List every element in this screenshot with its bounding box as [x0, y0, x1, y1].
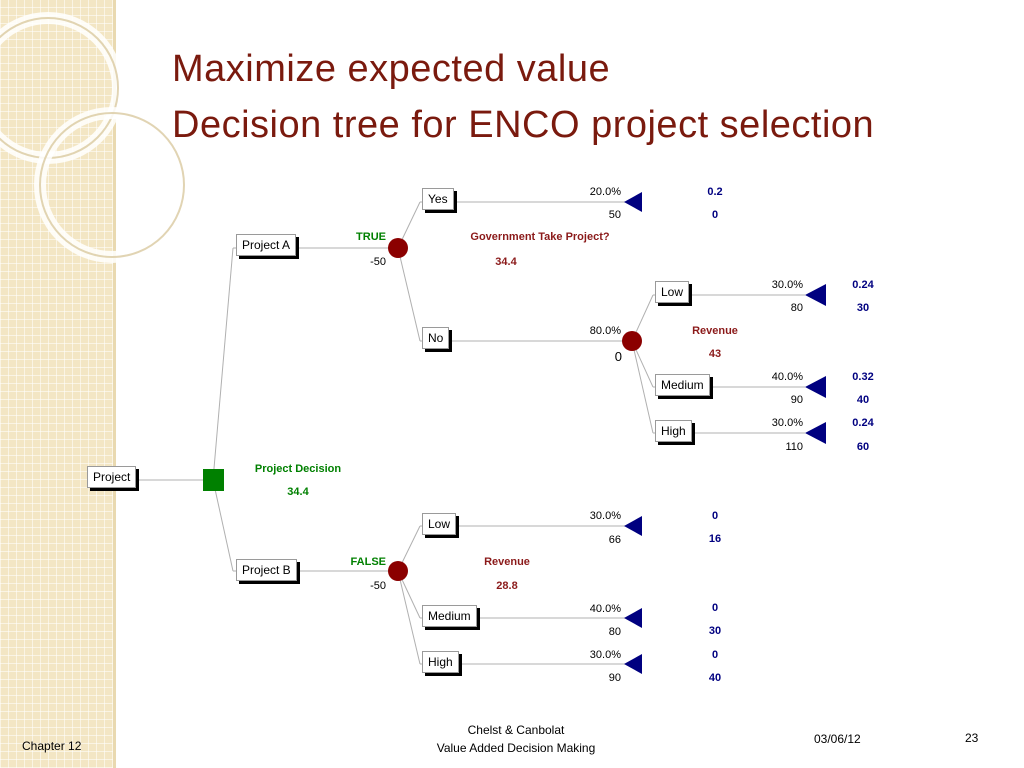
footer-date: 03/06/12 [814, 732, 861, 746]
branch-no: No [422, 327, 450, 349]
b-medium-end-probability: 0 [711, 602, 719, 614]
branch-a-low: Low [655, 281, 690, 303]
project-a-flag: TRUE [356, 231, 386, 243]
footer-chapter: Chapter 12 [22, 739, 82, 753]
chance-node-project-a [388, 238, 408, 258]
terminal-node-b-high [624, 654, 642, 674]
yes-payoff: 50 [608, 209, 621, 221]
project-b-flag: FALSE [350, 556, 386, 568]
terminal-node-b-medium [624, 608, 642, 628]
branch-b-medium: Medium [422, 605, 477, 627]
slide-title-line-1: Maximize expected value [172, 48, 611, 90]
footer-page-number: 23 [965, 731, 979, 745]
no-probability: 80.0% [589, 325, 621, 337]
a-low-probability: 30.0% [771, 279, 803, 291]
branch-project-b: Project B [236, 559, 297, 581]
decorative-sidebar [0, 0, 113, 768]
footer-authors: Chelst & Canbolat [467, 723, 565, 737]
terminal-node-yes [624, 192, 642, 212]
yes-end-value: 0 [711, 209, 719, 221]
a-low-payoff: 80 [790, 302, 803, 314]
decision-name: Project Decision [254, 463, 342, 475]
a-high-end-value: 60 [856, 441, 870, 453]
terminal-node-a-medium [805, 376, 826, 398]
decorative-rings [0, 12, 190, 263]
a-medium-payoff: 90 [790, 394, 803, 406]
chance-name-revenue-a: Revenue [692, 325, 738, 337]
a-low-end-probability: 0.24 [852, 279, 874, 291]
b-low-end-probability: 0 [711, 510, 719, 522]
project-b-cost: -50 [370, 580, 386, 592]
branch-b-low: Low [422, 513, 457, 535]
a-low-end-value: 30 [856, 302, 870, 314]
root-label-box: Project [87, 466, 137, 488]
a-medium-probability: 40.0% [771, 371, 803, 383]
terminal-node-a-low [805, 284, 826, 306]
a-high-probability: 30.0% [771, 417, 803, 429]
chance-node-revenue-a [622, 331, 642, 351]
branch-b-high: High [422, 651, 459, 673]
chance-value-government: 34.4 [495, 256, 517, 268]
branch-a-medium: Medium [655, 374, 710, 396]
yes-end-probability: 0.2 [707, 186, 723, 198]
yes-probability: 20.0% [589, 186, 621, 198]
sidebar-edge [113, 0, 116, 768]
b-high-end-value: 40 [708, 672, 722, 684]
b-medium-end-value: 30 [708, 625, 722, 637]
decision-node [203, 469, 224, 491]
tree-branch-lines [135, 201, 805, 665]
chance-name-revenue-b: Revenue [484, 556, 530, 568]
terminal-node-a-high [805, 422, 826, 444]
slide-title-line-2: Decision tree for ENCO project selection [172, 104, 875, 146]
chance-name-government: Government Take Project? [470, 231, 610, 243]
b-high-end-probability: 0 [711, 649, 719, 661]
chance-node-revenue-b [388, 561, 408, 581]
branch-yes: Yes [422, 188, 454, 210]
b-medium-probability: 40.0% [589, 603, 621, 615]
b-medium-payoff: 80 [608, 626, 621, 638]
b-low-end-value: 16 [708, 533, 722, 545]
no-value: 0 [614, 349, 622, 364]
branch-a-high: High [655, 420, 692, 442]
a-medium-end-probability: 0.32 [852, 371, 874, 383]
b-high-probability: 30.0% [589, 649, 621, 661]
terminal-node-b-low [624, 516, 642, 536]
a-high-end-probability: 0.24 [852, 417, 874, 429]
project-a-cost: -50 [370, 256, 386, 268]
a-medium-end-value: 40 [856, 394, 870, 406]
a-high-payoff: 110 [785, 441, 803, 453]
branch-project-a: Project A [236, 234, 297, 256]
chance-value-revenue-b: 28.8 [496, 580, 518, 592]
b-low-payoff: 66 [608, 534, 621, 546]
decision-value: 34.4 [287, 486, 309, 498]
footer-book-title: Value Added Decision Making [436, 741, 596, 755]
b-low-probability: 30.0% [589, 510, 621, 522]
b-high-payoff: 90 [608, 672, 621, 684]
chance-value-revenue-a: 43 [708, 348, 722, 360]
